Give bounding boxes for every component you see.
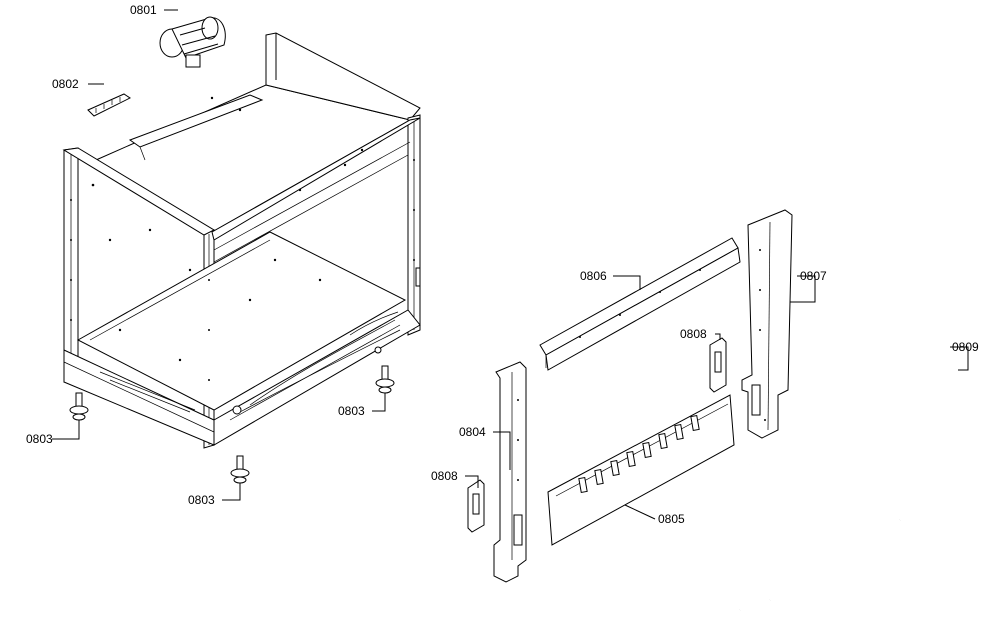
callout-labels: 0801 0802 0803 0803 0803 0804 0805 0806 … — [26, 3, 979, 526]
callout-0808-right: 0808 — [680, 327, 707, 341]
upright-holes-left — [517, 399, 519, 481]
part-0803-foot-left — [69, 392, 89, 421]
callout-0807: 0807 — [800, 269, 827, 283]
callout-0803-left: 0803 — [26, 432, 53, 446]
callout-0808-left: 0808 — [431, 469, 458, 483]
frame-holes — [70, 96, 415, 381]
part-0801-motor — [159, 16, 226, 68]
part-0805-lower-panel — [547, 394, 735, 546]
part-0802-terminal-block — [87, 93, 131, 117]
part-0803-foot-center — [230, 455, 250, 484]
part-0809-handle-rod — [739, 362, 959, 611]
callout-0806: 0806 — [580, 269, 607, 283]
callout-0809: 0809 — [952, 340, 979, 354]
callout-0804: 0804 — [459, 425, 486, 439]
panel-slots — [578, 415, 700, 493]
part-0806-top-rail — [539, 237, 741, 371]
part-0808-bracket-right — [709, 337, 727, 393]
rail-holes — [579, 269, 701, 338]
callout-0805: 0805 — [658, 512, 685, 526]
part-0804-left-upright — [493, 361, 527, 583]
part-0803-foot-right — [375, 365, 395, 394]
callout-0803-center: 0803 — [188, 493, 215, 507]
upright-holes — [759, 249, 766, 421]
callout-0801: 0801 — [130, 3, 157, 17]
part-0808-bracket-left — [467, 479, 485, 533]
part-0807-right-upright — [741, 209, 793, 439]
callout-0803-right: 0803 — [338, 404, 365, 418]
cabinet-frame — [62, 32, 421, 449]
leader-lines — [52, 9, 969, 520]
callout-0802: 0802 — [52, 77, 79, 91]
